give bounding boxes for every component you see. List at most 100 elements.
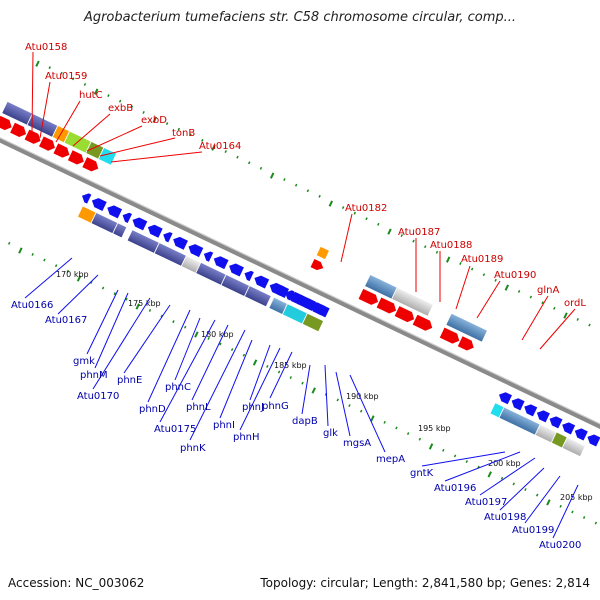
gene-arrow-reverse <box>213 256 229 270</box>
tick-dot <box>365 217 368 221</box>
gene-arrow-reverse <box>498 392 512 405</box>
genome-backbone <box>0 129 600 453</box>
feature-tracks <box>0 100 600 458</box>
label-leader-lines <box>24 51 579 539</box>
tick-dot <box>211 144 216 151</box>
gene-arrow-reverse <box>302 298 317 311</box>
leader-line <box>499 467 545 511</box>
tick-dot <box>125 297 128 301</box>
gene-arrow-reverse <box>122 212 132 224</box>
leader-line <box>239 347 281 431</box>
gene-arrow-reverse <box>524 404 538 417</box>
tick-dot <box>311 387 316 394</box>
gene-arrow-reverse <box>188 244 204 258</box>
tick-dot <box>90 280 93 284</box>
tick-dot <box>54 264 58 268</box>
tick-dot <box>113 292 117 296</box>
accession-text: Accession: NC_003062 <box>8 576 145 590</box>
gene-label: Atu0190 <box>494 270 536 281</box>
gene-label: phnJ <box>242 402 264 413</box>
tick-dot <box>207 336 210 340</box>
gene-label: Atu0200 <box>539 540 581 551</box>
tick-dot <box>524 488 527 491</box>
gene-label: phnM <box>80 370 108 381</box>
gene-label: phnD <box>139 404 166 415</box>
tick-dot <box>553 306 556 310</box>
leader-line <box>219 339 253 419</box>
tick-dot <box>269 172 275 179</box>
tick-dot <box>470 267 474 271</box>
tick-dot <box>541 301 544 305</box>
tick-dot <box>517 290 521 293</box>
gene-arrow <box>310 258 324 271</box>
gene-arrow-reverse <box>91 198 107 212</box>
tick-label: 195 kbp <box>418 424 451 433</box>
gene-label: phnH <box>233 432 260 443</box>
leader-line <box>249 344 271 401</box>
leader-line <box>110 151 203 163</box>
gene-arrow-reverse <box>81 193 92 204</box>
tick-dot <box>201 138 204 142</box>
gene-label: tonB <box>172 128 195 139</box>
leader-line <box>174 317 201 381</box>
gene-label: Atu0197 <box>465 497 507 508</box>
tick-dot <box>445 256 451 263</box>
leader-line <box>123 304 171 374</box>
tick-dot <box>230 348 234 352</box>
gene-arrow-reverse <box>244 270 254 282</box>
tick-label: 170 kbp <box>56 270 89 279</box>
leader-line <box>31 51 34 134</box>
tick-dot <box>594 521 598 525</box>
tick-dot <box>529 295 533 299</box>
tick-dots-bottom <box>7 241 598 525</box>
gene-label: phnK <box>180 443 206 454</box>
tick-dot <box>236 155 239 159</box>
leader-line <box>147 309 191 403</box>
gene-label: dapB <box>292 416 318 427</box>
leader-line <box>349 374 386 453</box>
leader-line <box>94 292 129 369</box>
tick-dot <box>582 516 586 519</box>
gene-label: Atu0189 <box>461 254 503 265</box>
tick-label: 180 kbp <box>201 330 234 339</box>
tick-dot <box>306 189 310 193</box>
gene-arrow-reverse <box>315 304 330 318</box>
topology-summary: Topology: circular; Length: 2,841,580 bp… <box>260 576 590 590</box>
gene-label: phnE <box>117 375 142 386</box>
tick-dot <box>535 493 539 497</box>
leader-line <box>444 451 521 482</box>
gene-block <box>445 312 489 343</box>
tick-dot <box>189 133 192 137</box>
gene-arrow <box>67 150 84 165</box>
gene-arrow-reverse <box>254 275 270 289</box>
tick-dot <box>336 398 339 402</box>
gene-arrow <box>0 115 12 131</box>
tick-dot <box>453 454 457 458</box>
gene-arrow-reverse <box>229 263 244 277</box>
gene-label: gmk <box>73 356 95 367</box>
gene-arrow <box>394 306 415 323</box>
gene-arrow-reverse <box>132 217 148 231</box>
tick-dot <box>459 262 462 265</box>
tick-dot <box>259 166 263 170</box>
tick-dot <box>172 320 175 324</box>
gene-arrow-reverse <box>536 410 550 423</box>
tick-dot <box>107 94 110 98</box>
gene-arrow-reverse <box>147 224 163 238</box>
gene-label: Atu0188 <box>430 240 472 251</box>
gene-arrow-reverse <box>587 434 600 447</box>
red-labels: Atu0158 Atu0159 hutC exbB exbD tonB Atu0… <box>25 42 586 309</box>
tick-dot <box>504 284 510 291</box>
tick-dot <box>341 206 345 209</box>
tick-dot <box>118 99 122 103</box>
gene-arrow <box>39 136 55 151</box>
leader-line <box>524 475 561 524</box>
gene-label: exbB <box>108 103 133 114</box>
tick-dot <box>482 273 486 277</box>
tick-dot <box>418 437 422 441</box>
gene-label: hutC <box>79 90 103 101</box>
tick-dots-top <box>35 60 591 327</box>
leader-line <box>324 364 329 427</box>
tick-dot <box>406 432 410 436</box>
tick-label: 205 kbp <box>560 493 593 502</box>
